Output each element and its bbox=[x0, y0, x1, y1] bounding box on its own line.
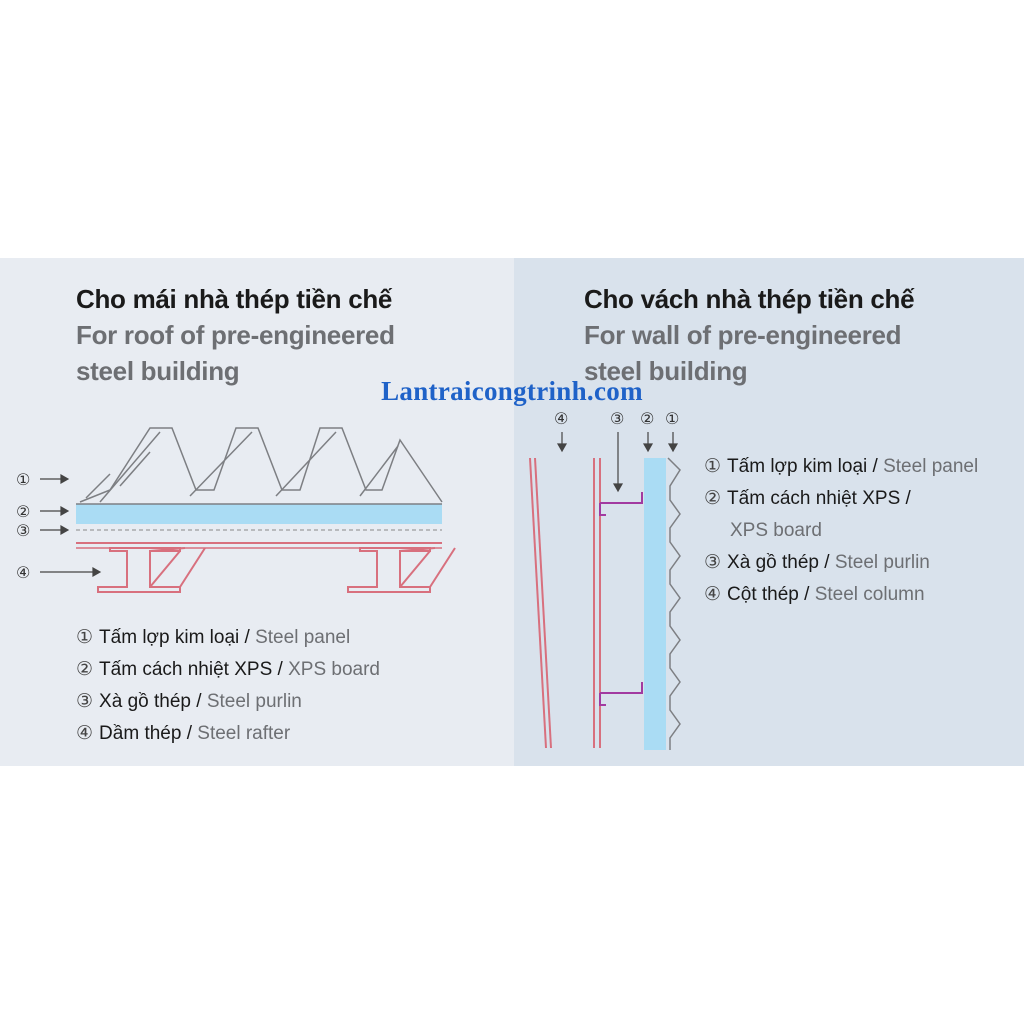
wall-diagram: ④ ③ ② ① bbox=[529, 409, 681, 750]
legend-vi: Tấm cách nhiệt XPS bbox=[727, 488, 901, 509]
wall-title-en-line1: For wall of pre-engineered bbox=[584, 320, 902, 350]
steel-column-shape bbox=[529, 457, 601, 749]
legend-en: Steel purlin bbox=[206, 691, 302, 712]
legend-vi: Dầm thép bbox=[99, 723, 182, 744]
legend-number: ② bbox=[704, 488, 722, 509]
legend-number: ③ bbox=[704, 552, 722, 573]
legend-vi: Xà gồ thép bbox=[99, 691, 191, 712]
wall-title: Cho vách nhà thép tiền chế For wall of p… bbox=[584, 281, 915, 389]
legend-number: ① bbox=[76, 627, 94, 648]
legend-en: Steel rafter bbox=[197, 723, 291, 744]
legend-vi: Tấm cách nhiệt XPS bbox=[99, 659, 273, 680]
legend-en: Steel column bbox=[814, 584, 925, 605]
roof-title-en-line1: For roof of pre-engineered bbox=[76, 320, 395, 350]
steel-rafter-beams bbox=[97, 547, 456, 593]
legend-en: Steel panel bbox=[883, 456, 979, 477]
steel-panel-shape bbox=[667, 457, 681, 750]
legend-slash: / bbox=[905, 488, 911, 509]
roof-title-en-line2: steel building bbox=[76, 356, 240, 386]
legend-vi: Xà gồ thép bbox=[727, 552, 819, 573]
wall-marker-1: ① bbox=[665, 409, 679, 428]
wall-marker-2: ② bbox=[640, 409, 654, 428]
roof-diagram: ① ② ③ ④ bbox=[16, 427, 456, 593]
roof-marker-2: ② bbox=[16, 502, 30, 521]
xps-board-shape bbox=[644, 458, 666, 750]
legend-vi: Tấm lợp kim loại bbox=[99, 627, 240, 648]
wall-title-vi: Cho vách nhà thép tiền chế bbox=[584, 284, 915, 314]
legend-en: Steel panel bbox=[255, 627, 351, 648]
steel-panel-shape bbox=[76, 427, 443, 505]
legend-vi: Cột thép bbox=[727, 584, 799, 605]
wall-marker-3: ③ bbox=[610, 409, 624, 428]
wall-legend-item-2-cont: XPS board bbox=[704, 515, 978, 547]
legend-number: ② bbox=[76, 659, 94, 680]
legend-number: ④ bbox=[704, 584, 722, 605]
roof-arrows bbox=[40, 473, 102, 578]
legend-en: Steel purlin bbox=[834, 552, 930, 573]
roof-title: Cho mái nhà thép tiền chế For roof of pr… bbox=[76, 281, 395, 389]
roof-marker-4: ④ bbox=[16, 563, 30, 582]
wall-title-en-line2: steel building bbox=[584, 356, 748, 386]
roof-marker-3: ③ bbox=[16, 521, 30, 540]
legend-number: ④ bbox=[76, 723, 94, 744]
xps-board-shape bbox=[76, 504, 442, 524]
watermark-text: Lantraicongtrinh.com bbox=[381, 376, 643, 406]
steel-purlin-shape bbox=[599, 492, 643, 706]
legend-number: ③ bbox=[76, 691, 94, 712]
legend-number: ① bbox=[704, 456, 722, 477]
wall-arrows bbox=[556, 432, 679, 493]
legend-en: XPS board bbox=[730, 520, 822, 541]
wall-marker-4: ④ bbox=[554, 409, 568, 428]
roof-title-vi: Cho mái nhà thép tiền chế bbox=[76, 284, 393, 314]
legend-vi: Tấm lợp kim loại bbox=[727, 456, 868, 477]
legend-en: XPS board bbox=[288, 659, 380, 680]
roof-marker-1: ① bbox=[16, 470, 30, 489]
